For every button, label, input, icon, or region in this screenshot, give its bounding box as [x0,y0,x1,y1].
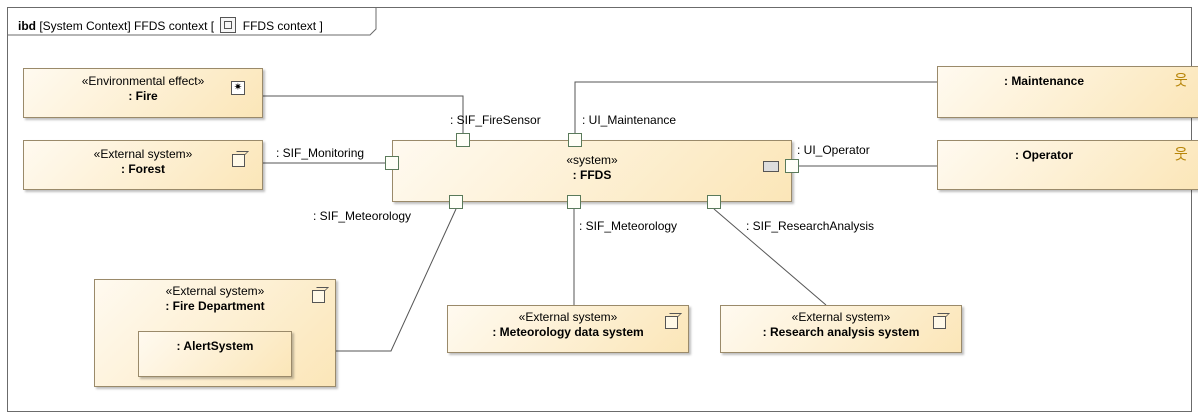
port-monitoring[interactable] [385,156,399,170]
actor-icon: 웃 [1174,72,1188,89]
diagram-frame [7,7,1192,412]
label-meteorology-bottom: : SIF_Meteorology [579,219,678,233]
label-ui-operator: : UI_Operator [797,143,870,157]
label-meteorology-left: : SIF_Meteorology [313,209,412,223]
label-research-analysis: : SIF_ResearchAnalysis [746,219,875,233]
fire-department-stereotype: «External system» [165,284,265,298]
fire-name: : Fire [128,89,158,103]
block-ffds[interactable]: «system» : FFDS [392,140,792,202]
frame-header: ibd [System Context] FFDS context [ FFDS… [7,7,376,35]
block-fire[interactable]: «Environmental effect» : Fire ✷ [23,68,263,118]
cube-icon [232,154,245,167]
diagram-icon [220,17,237,33]
connector-fire-firesensor [263,95,464,133]
block-maintenance[interactable]: : Maintenance 웃 [937,66,1198,118]
label-ui-maintenance: : UI_Maintenance [582,113,677,127]
block-operator[interactable]: : Operator 웃 [937,140,1198,190]
block-meteorology-data-system[interactable]: «External system» : Meteorology data sys… [447,305,689,353]
block-research-analysis-system[interactable]: «External system» : Research analysis sy… [720,305,962,353]
cube-icon [665,316,678,329]
ffds-stereotype: «system» [566,153,618,167]
port-fire-sensor[interactable] [456,133,470,147]
meteorology-data-name: : Meteorology data system [492,325,644,339]
forest-name: : Forest [120,162,165,176]
diagram-context-name: FFDS context ] [242,19,323,33]
diagram-title: [System Context] FFDS context [ [39,19,215,33]
port-ui-maintenance[interactable] [568,133,582,147]
operator-name: : Operator [1014,148,1073,162]
actor-icon: 웃 [1174,146,1188,163]
label-monitoring: : SIF_Monitoring [276,146,365,160]
maintenance-name: : Maintenance [1003,74,1084,88]
port-meteorology-bottom[interactable] [567,195,581,209]
ffds-name: : FFDS [572,168,612,182]
label-fire-sensor: : SIF_FireSensor [450,113,541,127]
alert-system-name: : AlertSystem [176,339,254,353]
cube-icon [933,316,946,329]
port-ui-operator[interactable] [785,159,799,173]
block-forest[interactable]: «External system» : Forest [23,140,263,190]
port-meteorology-left[interactable] [449,195,463,209]
environment-icon: ✷ [231,81,245,95]
diagram-kind: ibd [18,19,36,33]
forest-stereotype: «External system» [93,147,193,161]
research-analysis-stereotype: «External system» [791,310,891,324]
system-icon [763,161,779,172]
port-research-analysis[interactable] [707,195,721,209]
meteorology-data-stereotype: «External system» [518,310,618,324]
fire-department-name: : Fire Department [165,299,265,313]
fire-stereotype: «Environmental effect» [81,74,205,88]
block-alert-system[interactable]: : AlertSystem [138,331,292,377]
connector-maintenance [574,81,937,133]
cube-icon [312,290,325,303]
research-analysis-name: : Research analysis system [762,325,920,339]
connector-research-analysis [713,208,827,306]
